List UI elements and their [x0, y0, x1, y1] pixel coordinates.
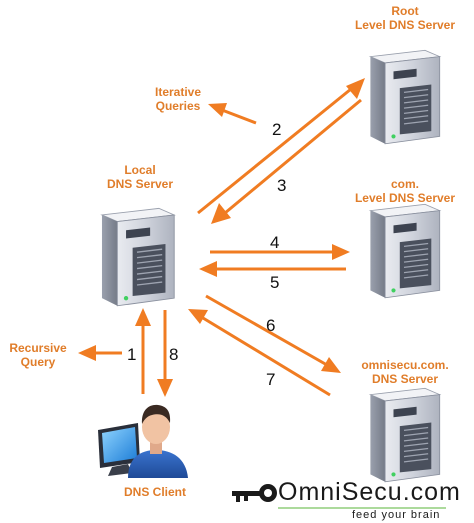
local-dns-server-label: Local DNS Server	[106, 163, 174, 191]
brand-logo-text: OmniSecu.com	[278, 478, 461, 506]
arrow-icon	[78, 78, 365, 397]
step-number-2: 2	[272, 120, 282, 139]
com-dns-server-icon	[369, 203, 441, 299]
com-dns-server-label: com. Level DNS Server	[354, 177, 456, 205]
step-number-7: 7	[266, 370, 276, 389]
recursive-query-label: Recursive Query	[9, 341, 67, 369]
step-number-4: 4	[270, 233, 280, 252]
brand-tagline: feed your brain	[352, 509, 441, 521]
step-number-1: 1	[127, 345, 137, 364]
step-number-8: 8	[169, 345, 179, 364]
omnisecu-dns-server-icon	[369, 387, 441, 483]
omnisecu-dns-server-label: omnisecu.com. DNS Server	[361, 358, 449, 386]
key-icon	[232, 484, 277, 502]
step-number-5: 5	[270, 273, 280, 292]
dns-client-person-icon	[98, 404, 188, 478]
root-dns-server-icon	[369, 49, 441, 145]
step-number-3: 3	[277, 176, 287, 195]
root-dns-server-label: Root Level DNS Server	[354, 4, 456, 32]
iterative-queries-label: Iterative Queries	[154, 85, 202, 113]
dns-client-label: DNS Client	[123, 485, 186, 499]
step-number-6: 6	[266, 316, 276, 335]
local-dns-server-icon	[101, 207, 175, 307]
